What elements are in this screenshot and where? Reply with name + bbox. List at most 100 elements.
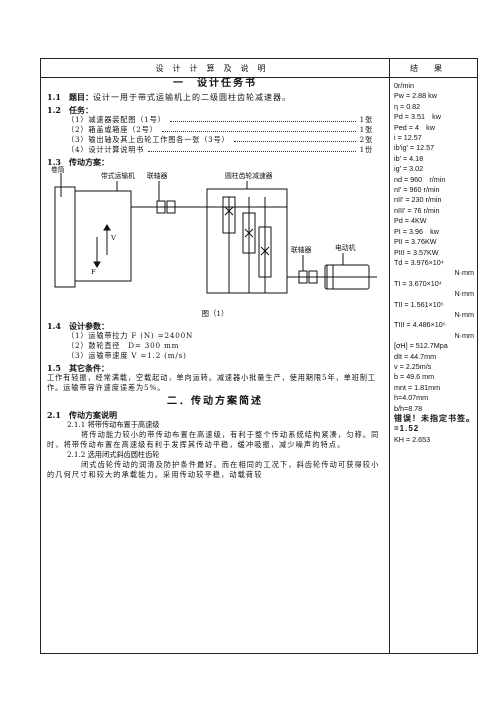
heading-number: 2.1	[47, 410, 61, 420]
heading-1-2: 1.2 任务：	[47, 105, 383, 115]
result-item: Td = 3.976×10⁴	[394, 257, 444, 267]
transmission-diagram: 卷筒 带式运输机 联轴器 圆柱齿轮减速器 联轴器 电动机 V F	[47, 166, 383, 307]
result-item: KH = 2.653	[394, 434, 431, 444]
leader-dots	[161, 125, 356, 132]
coupling1-shape	[156, 200, 166, 214]
label-v: V	[111, 234, 116, 242]
conveyor-belt-shape	[74, 190, 132, 282]
label-reducer: 圆柱齿轮减速器	[225, 172, 273, 180]
result-item: b = 49.6 mm	[394, 372, 435, 382]
result-item: Pd = 3.51 kw	[394, 112, 441, 122]
subheading-2-1-1: 2.1.1 将带传动布置于高速级	[67, 420, 160, 429]
other-conditions: 工作有轻振，经常满载，空载起动，单向运转。减速器小批量生产，使用期限5年，单班制…	[47, 373, 376, 392]
heading-number: 1.1	[47, 92, 61, 102]
heading-1-4: 1.4 设计参数：	[47, 321, 383, 331]
result-item: b/h=8.78	[394, 403, 423, 413]
task-item: （1）减速器装配图（1号） 1张	[47, 115, 383, 125]
heading-1-1: 1.1 题目：设计一用于带式运输机上的二级圆柱齿轮减速器。	[47, 92, 383, 103]
task-count: 2张	[359, 135, 373, 144]
subheading-2-1-2: 2.1.2 选用闭式斜齿圆柱齿轮	[67, 450, 160, 459]
param-item: （2）鼓轮直径 D= 300 mm	[67, 341, 180, 350]
header-left: 设计计算及说明	[155, 64, 275, 73]
label-f: F	[91, 268, 96, 276]
result-item: v = 2.25m/s	[394, 361, 432, 371]
result-item: mnt = 1.81mm	[394, 382, 441, 392]
label-coupling2: 联轴器	[291, 246, 312, 254]
leader-dots	[233, 135, 356, 142]
task-text: （3）输出轴及其上齿轮工作图各一张（3号）	[67, 135, 230, 144]
result-item: h=4.07mm	[394, 393, 429, 403]
result-unit: N·mm	[454, 330, 474, 340]
label-coupling1: 联轴器	[147, 172, 168, 180]
result-item: i = 12.57	[394, 133, 422, 143]
table-header: 设计计算及说明 结果	[41, 59, 477, 78]
result-error-note: 错误！未指定书签。=1.52	[394, 414, 475, 434]
result-item: Pd = 4KW	[394, 216, 427, 226]
figure-caption: 图（1）	[201, 309, 229, 318]
task-item: （4）设计计算说明书 1份	[47, 145, 383, 155]
heading-label: 题目：	[69, 92, 93, 102]
results-column: 0r/min Pw = 2.88 kw η = 0.82 Pd = 3.51 k…	[394, 81, 476, 445]
result-item: Ped = 4 kw	[394, 122, 435, 132]
heading-number: 1.4	[47, 321, 61, 331]
result-item: ig' = 3.02	[394, 164, 424, 174]
result-unit: N·mm	[454, 309, 474, 319]
section2-title: 二．传动方案简述	[167, 396, 263, 407]
leader-dots	[148, 145, 356, 152]
result-unit: N·mm	[454, 268, 474, 278]
page-frame: 设计计算及说明 结果 一 设计任务书 1.1 题目：设计一用于带式运输机上的二级圆…	[40, 58, 478, 654]
result-item: nIII' = 76 r/min	[394, 205, 440, 215]
task-text: （2）箱盖或箱座（2号）	[67, 125, 158, 134]
result-item: [σH] = 512.7Mpa	[394, 341, 448, 351]
result-item: TII = 1.561×10⁵	[394, 299, 444, 309]
heading-label: 其它条件：	[69, 363, 109, 373]
label-motor: 电动机	[335, 244, 356, 252]
header-right: 结果	[410, 64, 458, 73]
paragraph-2-1-2: 闭式齿轮传动的润滑及防护条件最好。而在相同的工况下，斜齿轮传动可获得较小的几何尺…	[47, 460, 380, 479]
task-count: 1张	[359, 125, 373, 134]
heading-label: 任务：	[69, 105, 93, 115]
heading-number: 1.2	[47, 105, 61, 115]
leader-dots	[169, 115, 356, 122]
result-item: 0r/min	[394, 81, 414, 90]
label-conveyor: 带式运输机	[101, 172, 135, 180]
result-item: nII' = 230 r/min	[394, 195, 442, 205]
drum-shape	[54, 186, 76, 288]
result-unit: N·mm	[454, 289, 474, 299]
column-divider	[389, 59, 390, 653]
paragraph-2-1-1: 将传动能力较小的带传动布置在高速级，有利于整个传动系统结构紧凑，匀称。同时，将带…	[47, 430, 380, 449]
result-item: dIt = 44.7mm	[394, 351, 437, 361]
result-item: PI = 3.96 kw	[394, 226, 439, 236]
result-item: TI = 3.670×10⁴	[394, 278, 442, 288]
reducer-housing	[206, 188, 288, 294]
result-item: PIII = 3.57KW	[394, 247, 439, 257]
result-item: Pw = 2.88 kw	[394, 91, 437, 101]
result-item: η = 0.82	[394, 101, 421, 111]
task-text: （1）减速器装配图（1号）	[67, 115, 166, 124]
diagram-drawing	[54, 173, 377, 294]
heading-label: 设计参数：	[69, 321, 109, 331]
heading-text: 设计一用于带式运输机上的二级圆柱齿轮减速器。	[93, 93, 291, 102]
label-drum: 卷筒	[51, 166, 65, 174]
result-item: nd = 960 r/min	[394, 174, 446, 184]
result-item: nI' = 960 r/min	[394, 185, 440, 195]
section1-title: 一 设计任务书	[173, 78, 257, 89]
motor-shape	[324, 264, 370, 290]
heading-2-1: 2.1 传动方案说明	[47, 410, 383, 420]
param-item: （1）运输带拉力 F (N) =2400N	[67, 331, 194, 340]
main-column: 一 设计任务书 1.1 题目：设计一用于带式运输机上的二级圆柱齿轮减速器。 1.2…	[47, 79, 383, 480]
result-item: ib' = 4.18	[394, 153, 424, 163]
result-item: ib'ig' = 12.57	[394, 143, 435, 153]
result-item: TIII = 4.486×10⁵	[394, 320, 446, 330]
heading-number: 1.3	[47, 157, 61, 167]
task-count: 1张	[359, 115, 373, 124]
task-item: （3）输出轴及其上齿轮工作图各一张（3号） 2张	[47, 135, 383, 145]
heading-label: 传动方案说明	[69, 410, 117, 420]
task-count: 1份	[359, 145, 373, 154]
heading-1-3: 1.3 传动方案：	[47, 157, 383, 167]
param-item: （3）运输带速度 V =1.2 (m/s)	[67, 351, 187, 360]
task-item: （2）箱盖或箱座（2号） 1张	[47, 125, 383, 135]
heading-label: 传动方案：	[69, 157, 109, 167]
task-text: （4）设计计算说明书	[67, 145, 145, 154]
